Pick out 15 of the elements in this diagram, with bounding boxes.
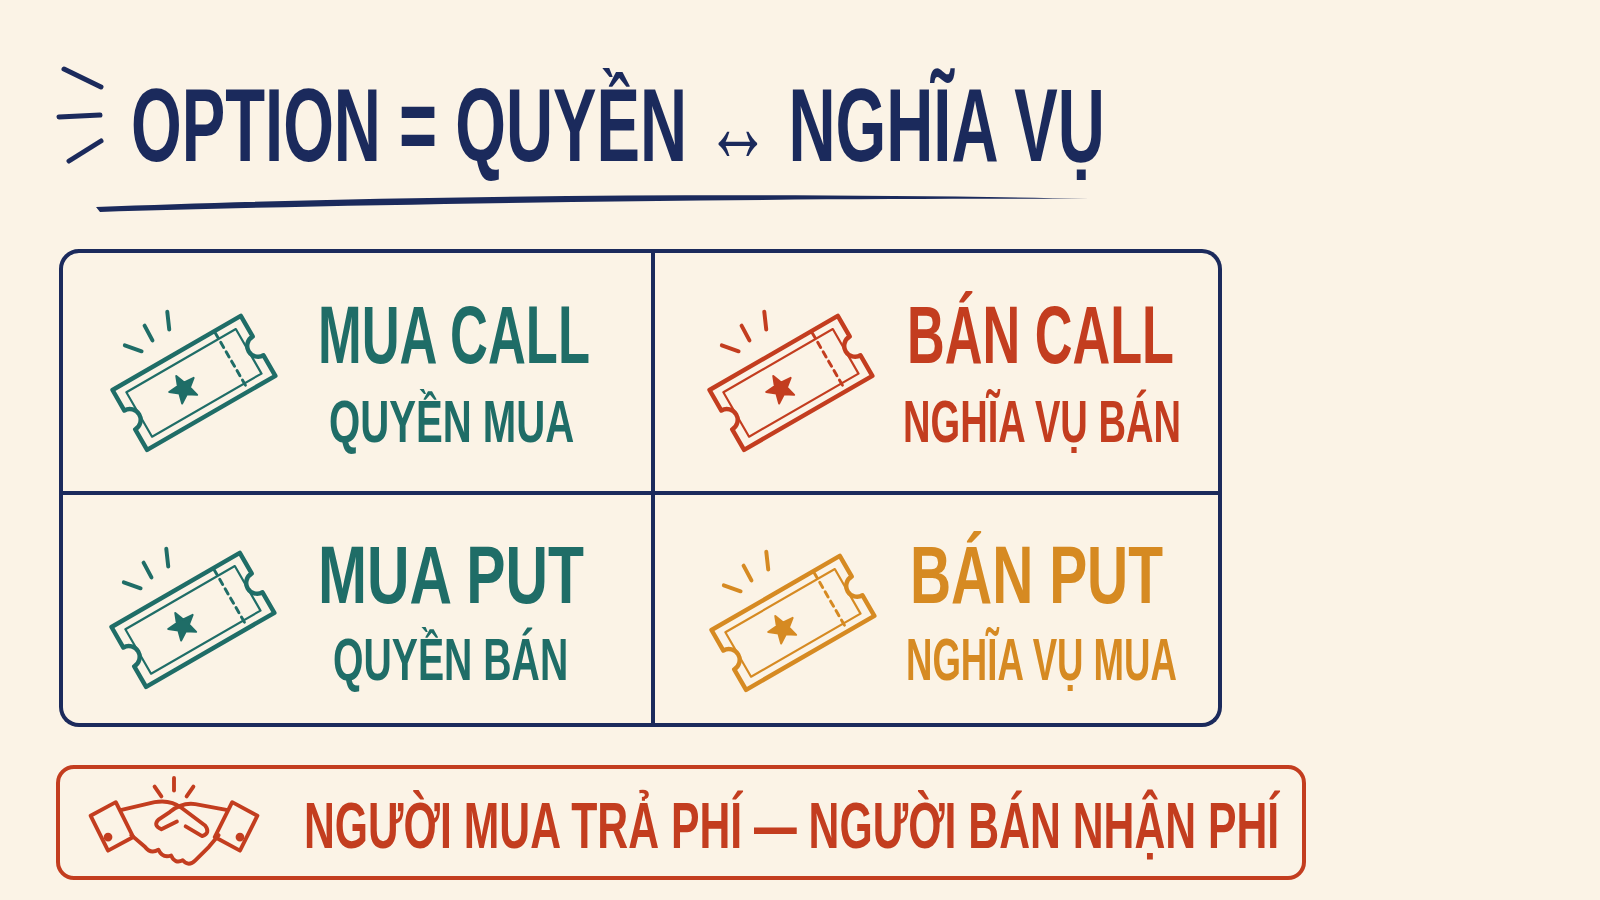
fee-banner: [56, 765, 1306, 880]
quadrant-panel: [59, 249, 655, 495]
quadrant-panel: [655, 495, 1222, 727]
subheading: NGHĨA VỤ MUA: [905, 625, 1177, 696]
heading: BÁN PUT: [909, 529, 1163, 623]
heading: BÁN CALL: [906, 289, 1174, 383]
subheading: QUYỀN BÁN: [332, 625, 568, 696]
subheading: NGHĨA VỤ BÁN: [903, 387, 1181, 456]
banner-text: NGƯỜI MUA TRẢ PHÍ — NGƯỜI BÁN NHẬN PHÍ: [303, 788, 1279, 864]
quadrant-panel: [59, 495, 655, 727]
quadrant-panel: [655, 249, 1222, 495]
heading: MUA CALL: [318, 289, 590, 383]
heading: MUA PUT: [318, 529, 584, 623]
subheading: QUYỀN MUA: [328, 387, 574, 456]
title: OPTION = QUYỀN ↔ NGHĨA VỤ: [131, 66, 1105, 186]
